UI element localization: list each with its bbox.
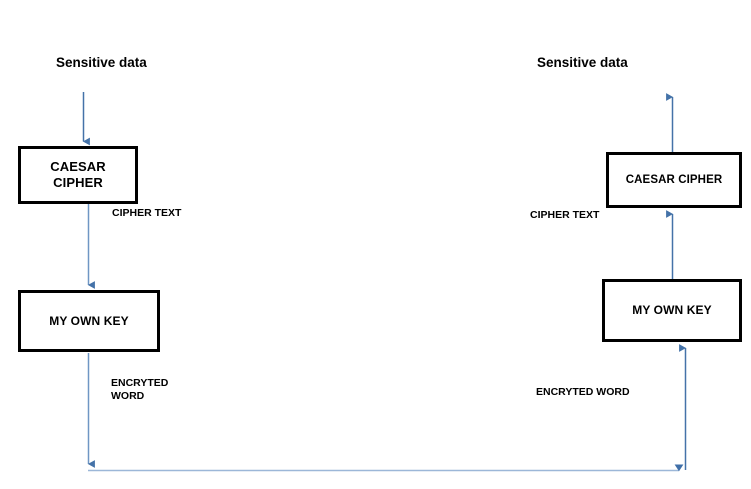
node-my-own-key-left-label: MY OWN KEY [49, 313, 129, 328]
node-caesar-cipher-left-label: CAESAR CIPHER [50, 159, 106, 190]
label-sensitive-data-right: Sensitive data [537, 55, 628, 70]
edge-label-cipher-text-right: CIPHER TEXT [530, 209, 600, 221]
label-sensitive-data-left: Sensitive data [56, 55, 147, 70]
edge-label-encrypted-word-left: ENCRYTED WORD [111, 377, 169, 403]
node-caesar-cipher-right-label: CAESAR CIPHER [625, 173, 723, 186]
node-caesar-cipher-left[interactable]: CAESAR CIPHER [18, 146, 138, 204]
edge-label-encrypted-word-right: ENCRYTED WORD [536, 386, 630, 398]
edge-label-cipher-text-left: CIPHER TEXT [112, 207, 182, 219]
node-caesar-cipher-right[interactable]: CAESAR CIPHER [606, 152, 742, 208]
node-my-own-key-right-label: MY OWN KEY [632, 303, 712, 318]
node-my-own-key-right[interactable]: MY OWN KEY [602, 279, 742, 342]
node-my-own-key-left[interactable]: MY OWN KEY [18, 290, 160, 352]
